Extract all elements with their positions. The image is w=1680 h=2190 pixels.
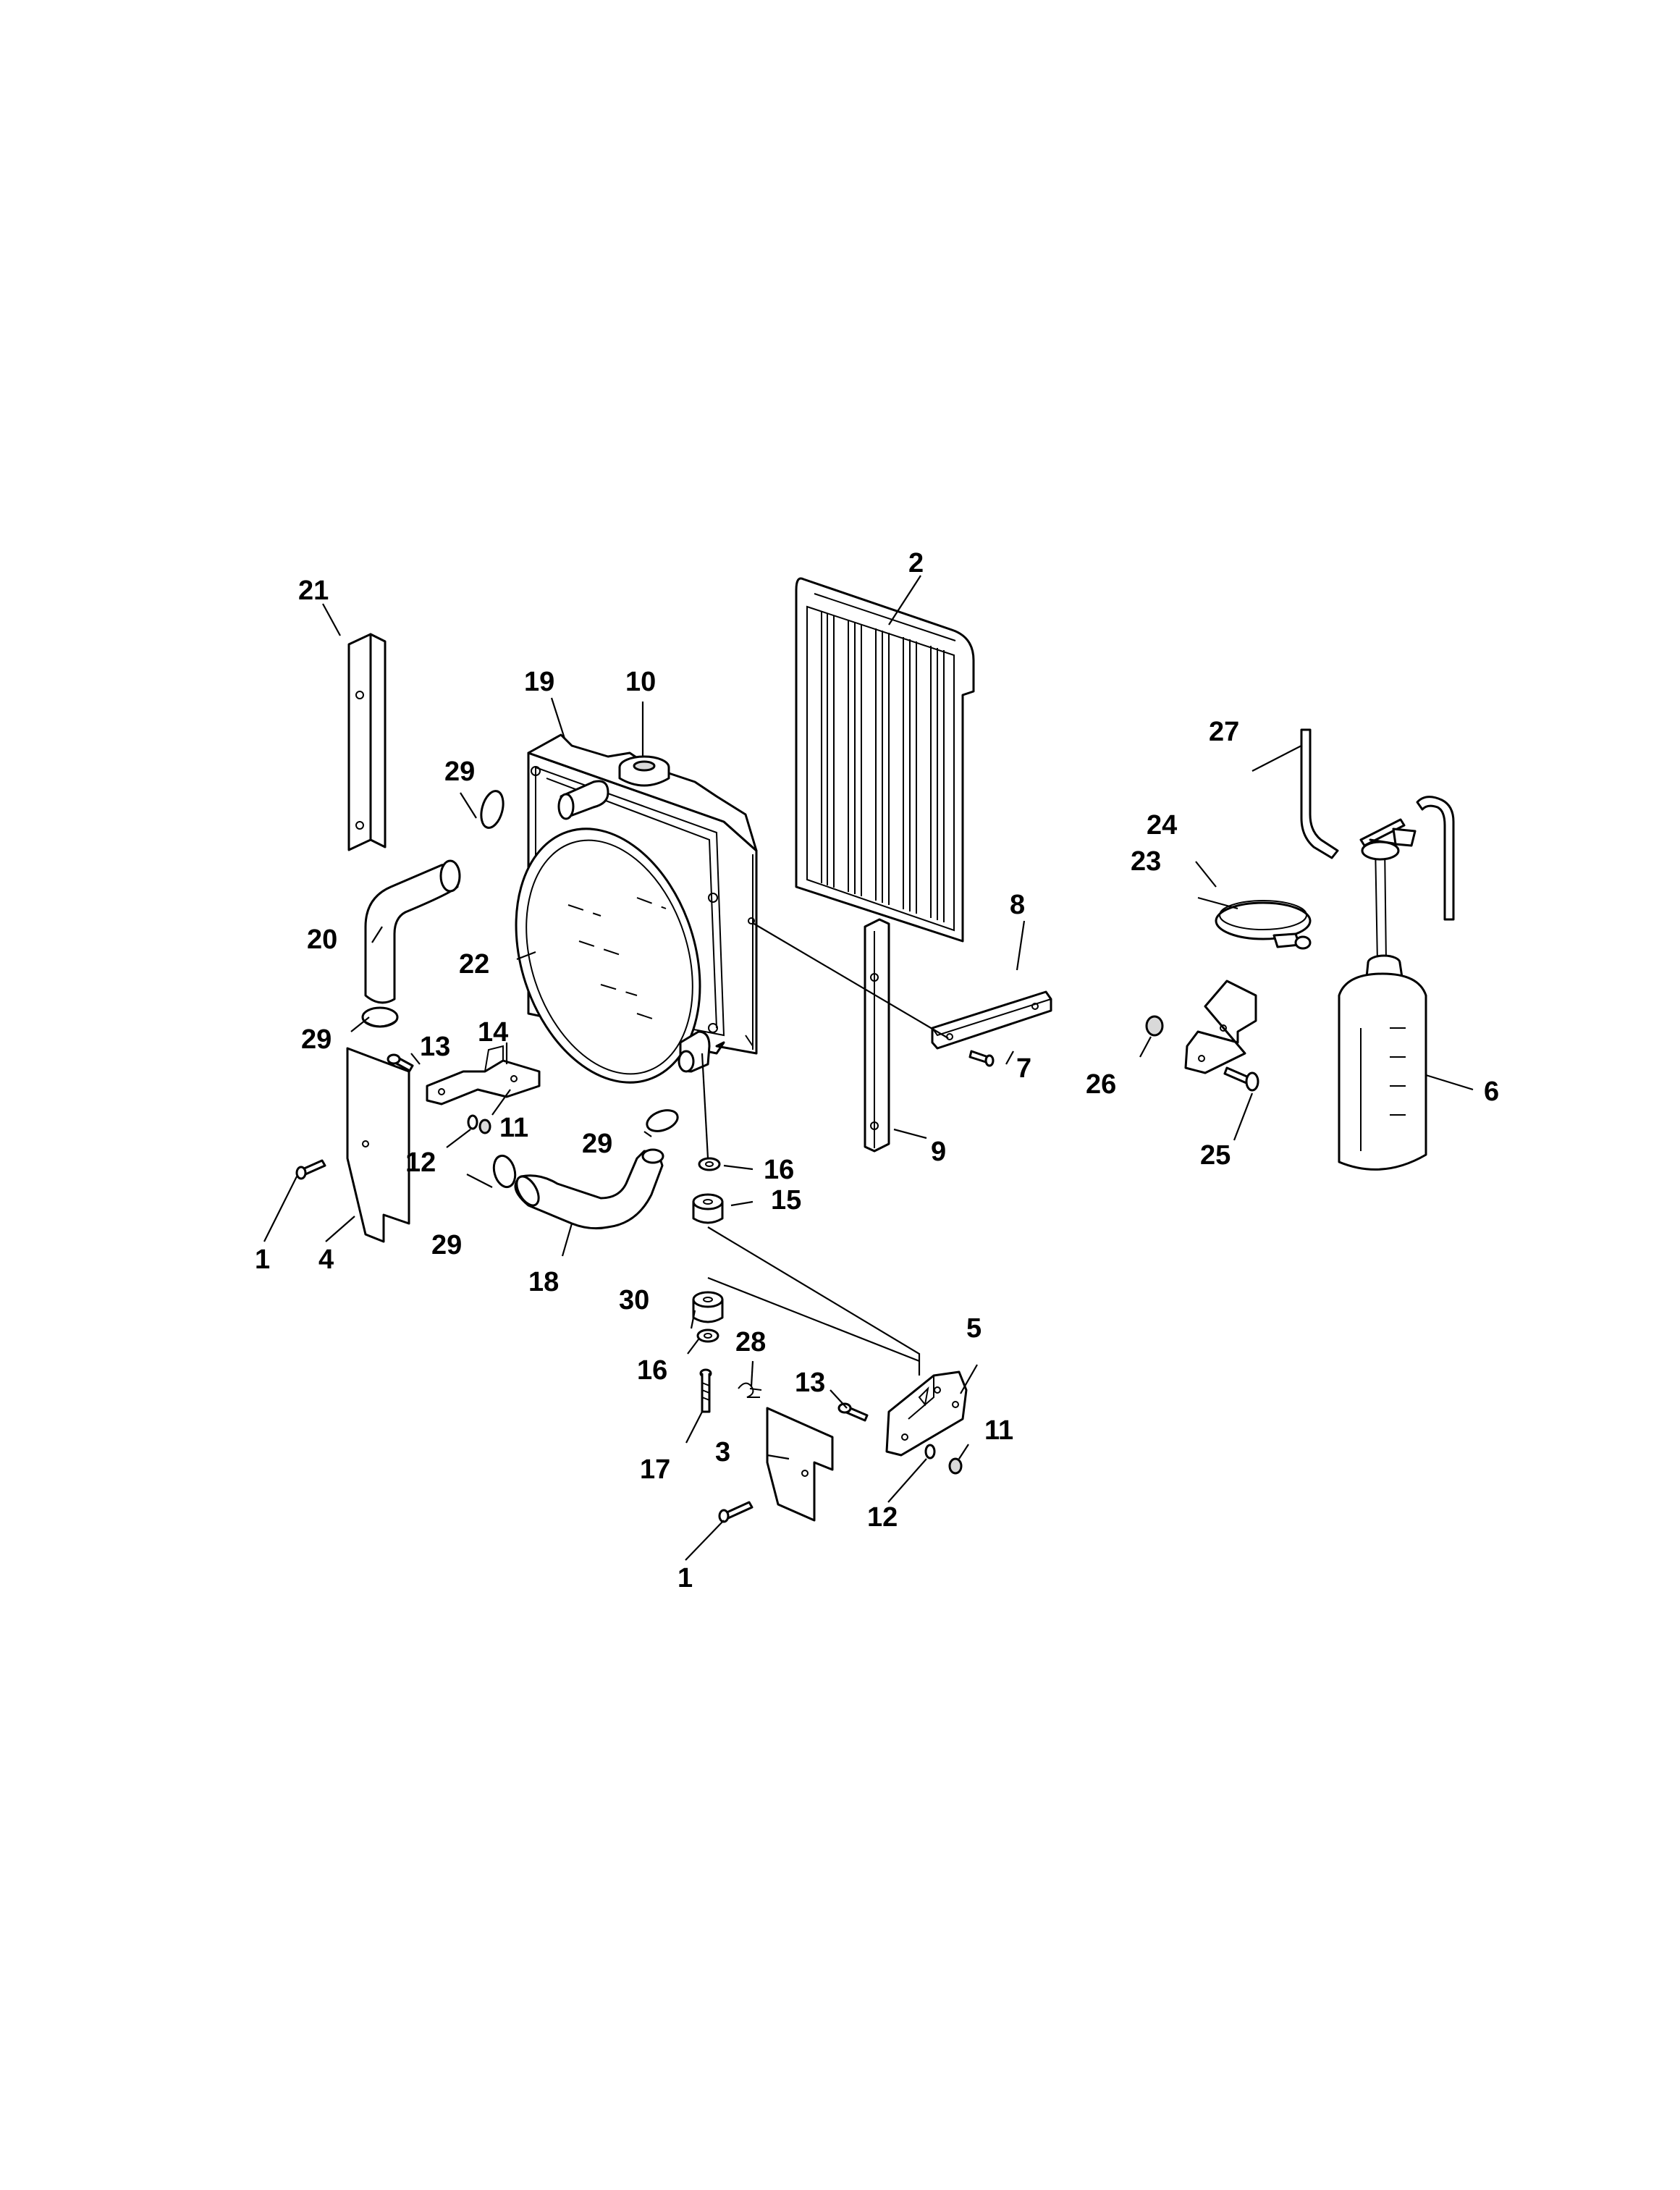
part-29-clamp-lower [492, 1154, 517, 1189]
part-14-bracket [426, 1045, 541, 1105]
part-27-tubes [1300, 728, 1455, 921]
callout-6: 6 [1484, 1077, 1499, 1107]
part-23-bracket [1184, 980, 1257, 1074]
callout-26: 26 [1086, 1069, 1116, 1100]
callout-21: 21 [298, 576, 329, 606]
part-29-clamp-upper [480, 790, 505, 829]
part-15-isolator [692, 1193, 724, 1224]
part-12-washer-lower [924, 1444, 936, 1460]
callout-28: 28 [735, 1327, 766, 1357]
part-6-overflow-bottle [1338, 818, 1427, 1171]
part-25-bolt [1223, 1066, 1259, 1092]
callout-19: 19 [524, 667, 554, 697]
alignment-lines [701, 922, 949, 1376]
part-1-screw-lower [718, 1501, 754, 1523]
callout-20: 20 [307, 925, 337, 955]
callout-2: 2 [908, 548, 924, 578]
callout-1-upper: 1 [255, 1244, 270, 1275]
callout-27: 27 [1209, 717, 1239, 747]
part-5-mount-bracket [885, 1370, 968, 1457]
callout-25: 25 [1200, 1140, 1231, 1171]
callout-29-top: 29 [444, 757, 475, 787]
callout-12-upper: 12 [405, 1147, 436, 1178]
part-11-nut-lower [948, 1457, 963, 1475]
callout-14: 14 [478, 1017, 508, 1048]
callout-13-upper: 13 [420, 1032, 450, 1062]
callout-1-lower: 1 [678, 1563, 693, 1593]
grille-slats [821, 611, 945, 922]
part-13-bolt-upper [387, 1053, 414, 1072]
part-8-bracket [931, 990, 1052, 1050]
callout-5: 5 [966, 1313, 982, 1344]
callout-29-left: 29 [301, 1024, 332, 1055]
callout-13-lower: 13 [795, 1368, 825, 1398]
part-9-strap [864, 918, 890, 1153]
part-29-clamp-hose-end [361, 1006, 399, 1028]
part-1-screw-upper [295, 1159, 326, 1180]
callout-9: 9 [931, 1137, 946, 1167]
part-24-hose-clamp [1215, 900, 1312, 950]
part-21-bracket [347, 633, 387, 851]
callout-18: 18 [528, 1267, 559, 1297]
part-10-radiator-cap [618, 755, 670, 787]
callout-24: 24 [1147, 810, 1177, 841]
part-17-bolt [699, 1368, 712, 1413]
part-2-grille [795, 577, 975, 943]
part-29-clamp-outlet [646, 1109, 679, 1132]
upper-inlet-pipe [557, 780, 609, 820]
part-28-cotter-pin [738, 1382, 762, 1398]
callout-15: 15 [771, 1185, 801, 1216]
leader-lines [263, 575, 1474, 1561]
callout-29-bottom: 29 [431, 1230, 462, 1260]
callout-11-lower: 11 [984, 1415, 1013, 1446]
callout-8: 8 [1010, 890, 1025, 920]
part-11-nut-upper [478, 1119, 491, 1134]
callout-22: 22 [459, 949, 489, 980]
callout-11-upper: 11 [499, 1113, 528, 1143]
part-16-washer-upper [698, 1157, 721, 1171]
part-13-bolt-lower [837, 1402, 869, 1422]
callout-30: 30 [619, 1285, 649, 1315]
callout-17: 17 [640, 1454, 670, 1485]
callout-29-mid: 29 [582, 1129, 612, 1159]
callout-16-lower: 16 [637, 1355, 667, 1386]
part-26-nut [1145, 1015, 1164, 1037]
callout-labels: 2 21 19 10 29 27 24 8 23 22 20 29 7 6 26… [255, 548, 1499, 1593]
callout-12-lower: 12 [867, 1502, 898, 1533]
part-20-upper-hose [364, 859, 461, 1004]
part-12-washer-upper [467, 1114, 478, 1130]
callout-23: 23 [1131, 846, 1161, 877]
part-30-isolator [692, 1291, 724, 1323]
callout-16-upper: 16 [764, 1155, 794, 1185]
part-3-shield [766, 1407, 834, 1522]
callout-7: 7 [1016, 1053, 1031, 1084]
part-16-washer-lower [696, 1328, 719, 1343]
part-18-lower-hose [514, 1148, 664, 1230]
part-4-shield [346, 1047, 410, 1243]
callout-4: 4 [318, 1244, 334, 1275]
callout-3: 3 [715, 1437, 730, 1467]
part-22-fan-ring [515, 827, 701, 1084]
callout-10: 10 [625, 667, 656, 697]
part-7-screw [968, 1050, 995, 1067]
